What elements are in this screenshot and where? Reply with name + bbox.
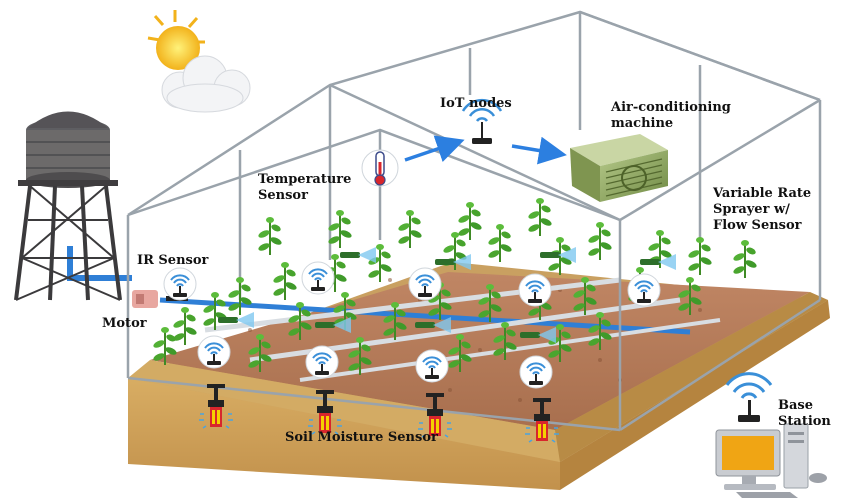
wifi-node-icon: [197, 335, 231, 369]
air-conditioning-label-line1: Air-conditioning: [611, 100, 731, 115]
base-station-label-line2: Station: [778, 414, 831, 429]
variable-rate-label-line2: Sprayer w/: [713, 202, 790, 217]
wifi-node-icon: [627, 273, 661, 307]
temperature-sensor-label-line2: Sensor: [258, 188, 308, 203]
wifi-node-icon: [408, 267, 442, 301]
air-conditioning-label-line2: machine: [611, 116, 674, 131]
thermometer-icon: [361, 149, 399, 187]
variable-rate-label-line3: Flow Sensor: [713, 218, 802, 233]
ir-sensor-label: IR Sensor: [137, 253, 209, 268]
wifi-node-icon: [518, 273, 552, 307]
data-flow-arrows: [404, 135, 567, 165]
wifi-node-icon: [519, 355, 553, 389]
wifi-node-icon: [163, 267, 197, 301]
iot-node-hub: [461, 98, 503, 144]
soil-moisture-sensor-label: Soil Moisture Sensor: [285, 430, 438, 445]
temperature-sensor-label-line1: Temperature: [258, 172, 352, 187]
motor-label: Motor: [102, 316, 147, 331]
variable-rate-label-line1: Variable Rate: [713, 186, 812, 201]
wifi-node-icon: [415, 349, 449, 383]
field-ground: [128, 262, 830, 490]
base-station-wifi-icon: [725, 372, 773, 422]
air-conditioner-icon: [570, 134, 668, 202]
computer-icon: [715, 423, 827, 498]
iot-nodes-label: IoT nodes: [440, 96, 512, 111]
sun-cloud-icon: [147, 10, 251, 113]
base-station-label-line1: Base: [778, 398, 814, 413]
wifi-node-icon: [301, 261, 335, 295]
water-tower-icon: [14, 111, 122, 301]
motor-icon: [132, 290, 158, 308]
wifi-node-icon: [305, 345, 339, 379]
